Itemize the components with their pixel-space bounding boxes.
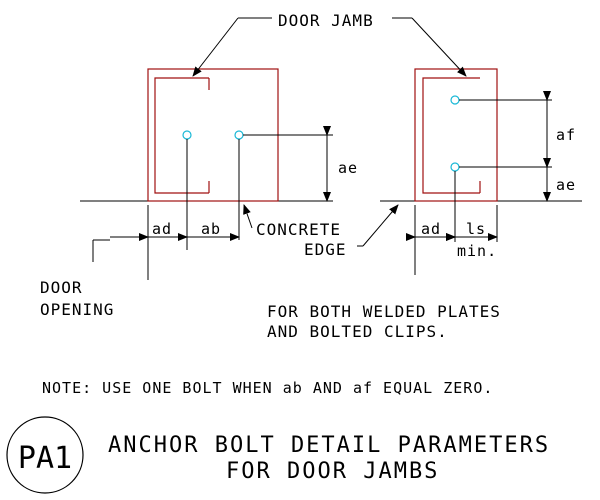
ab-label: ab bbox=[201, 220, 221, 238]
concrete-label: CONCRETE bbox=[256, 220, 341, 239]
edge-label: EDGE bbox=[304, 240, 347, 259]
title-line-2: FOR DOOR JAMBS bbox=[226, 459, 439, 484]
min-label: min. bbox=[457, 242, 497, 260]
detail-badge-label: PA1 bbox=[18, 441, 72, 476]
door-label: DOOR bbox=[40, 278, 83, 297]
right-bolt-2-icon bbox=[450, 162, 460, 172]
left-bolt-2-icon bbox=[234, 130, 244, 140]
title-line-1: ANCHOR BOLT DETAIL PARAMETERS bbox=[108, 433, 550, 458]
ad-left-label: ad bbox=[152, 220, 172, 238]
door-jamb-label: DOOR JAMB bbox=[278, 11, 374, 30]
welded-plates-note: FOR BOTH WELDED PLATES bbox=[267, 302, 501, 321]
detail-badge-circle bbox=[6, 416, 84, 494]
right-bolt-1-icon bbox=[450, 95, 460, 105]
right-jamb-outline bbox=[414, 68, 498, 202]
ad-right-label: ad bbox=[421, 220, 441, 238]
one-bolt-note: NOTE: USE ONE BOLT WHEN ab AND af EQUAL … bbox=[42, 379, 493, 397]
ae-right-label: ae bbox=[556, 176, 576, 194]
left-jamb-channel bbox=[154, 77, 209, 194]
opening-label: OPENING bbox=[40, 300, 114, 319]
bolted-clips-note: AND BOLTED CLIPS. bbox=[267, 322, 448, 341]
left-bolt-1-icon bbox=[182, 130, 192, 140]
ae-left-label: ae bbox=[338, 159, 358, 177]
ls-label: ls bbox=[466, 220, 486, 238]
right-jamb-detail bbox=[357, 17, 582, 275]
af-label: af bbox=[556, 126, 576, 144]
left-jamb-detail bbox=[80, 17, 333, 280]
right-jamb-channel bbox=[422, 77, 480, 194]
